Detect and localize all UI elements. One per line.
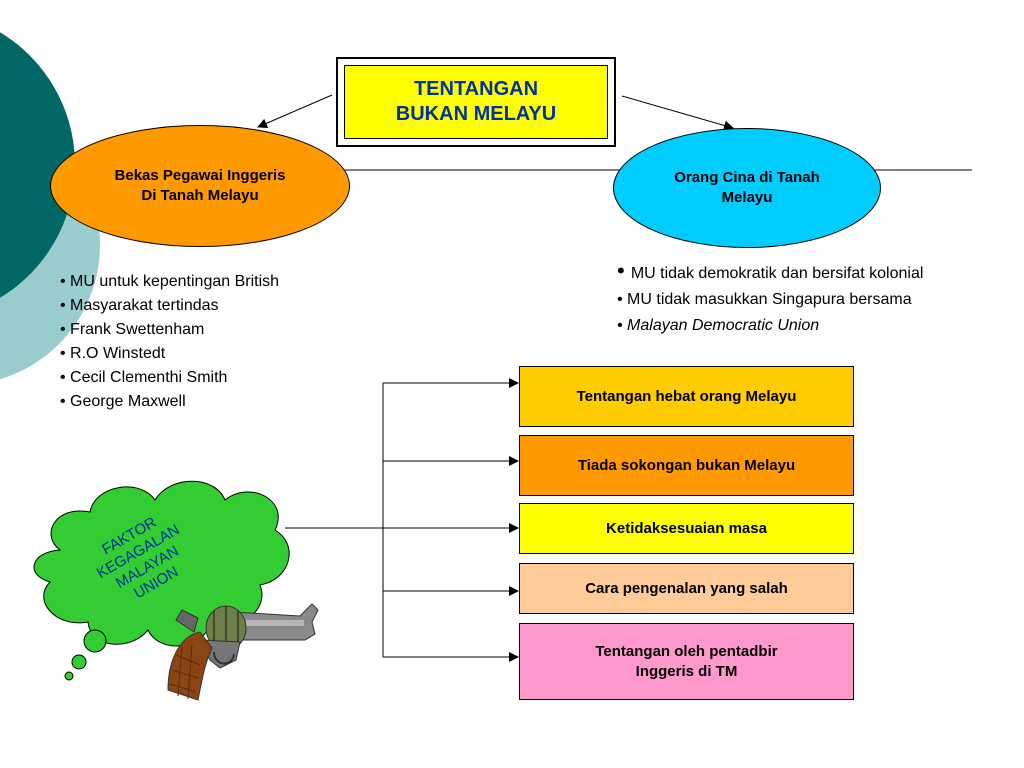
title-line-1: TENTANGAN <box>413 78 539 100</box>
factor-box-0: Tentangan hebat orang Melayu <box>519 366 854 427</box>
thought-bubble-small <box>64 671 74 681</box>
title-line-2: BUKAN MELAYU <box>395 103 557 125</box>
left-group-label-line-1: Bekas Pegawai Inggeris <box>114 167 286 184</box>
thought-bubble-medium <box>71 654 87 670</box>
factor-label-line-2: Inggeris di TM <box>635 662 738 680</box>
factor-label: Ketidaksesuaian masa <box>606 519 767 537</box>
left-list-item: MU untuk kepentingan British <box>60 270 279 294</box>
thought-bubble-large <box>83 629 107 653</box>
arrow-to-right-oval <box>621 95 734 131</box>
right-group-list: MU tidak demokratik dan bersifat kolonia… <box>617 258 923 339</box>
title-text: TENTANGAN BUKAN MELAYU <box>344 65 608 139</box>
arrow-to-left-oval <box>257 94 333 129</box>
factor-label-line-1: Tentangan oleh pentadbir <box>595 642 778 660</box>
right-group-label-line-2: Melayu <box>721 189 773 206</box>
factor-box-4: Tentangan oleh pentadbir Inggeris di TM <box>519 623 854 700</box>
decor-circle-dark <box>0 32 75 298</box>
thought-cloud <box>33 480 290 681</box>
right-group-label-line-1: Orang Cina di Tanah <box>674 169 820 186</box>
factor-box-2: Ketidaksesuaian masa <box>519 503 854 554</box>
factor-box-1: Tiada sokongan bukan Melayu <box>519 435 854 496</box>
right-list-item: MU tidak masukkan Singapura bersama <box>617 287 923 313</box>
right-list-item: Malayan Democratic Union <box>617 313 923 339</box>
factor-label: Tiada sokongan bukan Melayu <box>577 456 796 474</box>
factor-label: Tentangan hebat orang Melayu <box>576 387 797 405</box>
left-group-label-line-2: Di Tanah Melayu <box>141 187 259 204</box>
left-list-item: George Maxwell <box>60 390 279 414</box>
left-list-item: Masyarakat tertindas <box>60 294 279 318</box>
revolver-illustration <box>167 603 319 701</box>
factor-label: Cara pengenalan yang salah <box>585 579 788 597</box>
left-list-item: Frank Swettenham <box>60 318 279 342</box>
title-box: TENTANGAN BUKAN MELAYU <box>336 57 616 147</box>
left-list-item: Cecil Clementhi Smith <box>60 366 279 390</box>
factor-box-3: Cara pengenalan yang salah <box>519 563 854 614</box>
left-group-list: MU untuk kepentingan British Masyarakat … <box>60 270 279 414</box>
left-group-oval: Bekas Pegawai Inggeris Di Tanah Melayu <box>50 125 350 247</box>
right-list-item: MU tidak demokratik dan bersifat kolonia… <box>617 258 924 287</box>
left-list-item: R.O Winstedt <box>60 342 279 366</box>
right-group-oval: Orang Cina di Tanah Melayu <box>613 128 881 248</box>
